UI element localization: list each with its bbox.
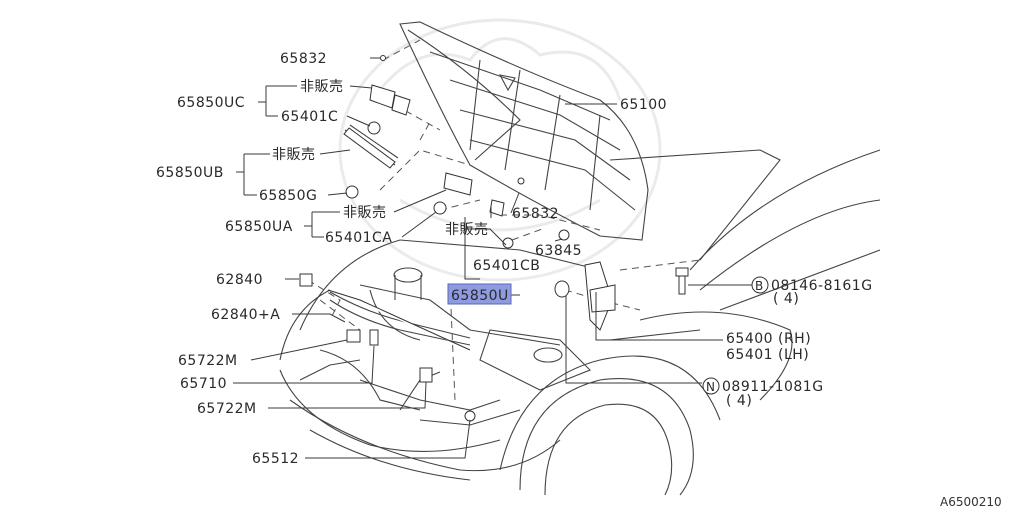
bracket-65850UA [443, 172, 473, 196]
label-65850U[interactable]: 65850U [451, 288, 509, 304]
bumper-65401CA [433, 201, 447, 215]
grommet-65850G [345, 185, 359, 199]
label-65401CA: 65401CA [325, 230, 392, 246]
diagram-reference-code: A6500210 [940, 495, 1002, 509]
highlight-65850U [447, 283, 512, 305]
label-08146-8161G: 08146-8161G [771, 278, 873, 294]
rod-65850UB [343, 127, 396, 169]
nut-63845 [558, 229, 570, 241]
clip-65832-top [380, 55, 386, 61]
label-08911-1081G: 08911-1081G [722, 379, 824, 395]
labels: 65832 65850UC 非販売 65401C 65100 65850UB 非… [156, 51, 1002, 509]
watermark-logo [338, 18, 662, 282]
label-65850G: 65850G [259, 188, 317, 204]
label-65722M-b: 65722M [197, 401, 257, 417]
label-65401CB: 65401CB [473, 258, 540, 274]
latch-65512 [464, 410, 476, 422]
label-65850UC: 65850UC [177, 95, 245, 111]
bolt-08146 [675, 267, 689, 277]
cap-62840 [299, 273, 313, 287]
label-65850UA-not-sold: 非販売 [343, 205, 387, 221]
bumper-65401CB [502, 237, 514, 249]
label-65850U-not-sold: 非販売 [445, 222, 489, 238]
nut-08911 [554, 280, 570, 298]
label-65832-mid: 65832 [512, 206, 559, 222]
label-65722M-a: 65722M [178, 353, 238, 369]
stay-62840A [327, 289, 471, 351]
label-65850UB: 65850UB [156, 165, 224, 181]
bolt-b-badge [751, 276, 769, 294]
label-65512: 65512 [252, 451, 299, 467]
leader-lines [233, 57, 752, 459]
bracket-65850UC [369, 84, 396, 109]
label-65832-top: 65832 [280, 51, 327, 67]
small-parts [299, 55, 689, 422]
label-65850UC-not-sold: 非販売 [300, 79, 344, 95]
label-65400-rh: 65400 (RH) [726, 331, 811, 347]
bracket-65850U [489, 199, 505, 217]
label-62840A: 62840+A [211, 307, 280, 323]
clip-65710 [369, 329, 379, 346]
clip-65832-mid [517, 177, 525, 185]
label-08911-qty: ( 4) [726, 393, 752, 409]
label-62840: 62840 [216, 272, 263, 288]
nut-n-letter: N [706, 380, 715, 394]
label-65401C: 65401C [281, 109, 338, 125]
dashed-guides [307, 39, 701, 401]
bumper-65401C [367, 121, 381, 135]
label-65401-lh: 65401 (LH) [726, 347, 809, 363]
label-65100: 65100 [620, 97, 667, 113]
label-65850UA: 65850UA [225, 219, 293, 235]
nut-n-badge [702, 377, 720, 395]
clip-65722M-a [346, 329, 361, 343]
bolt-b-letter: B [755, 279, 763, 293]
clip-65722M-b [419, 367, 433, 383]
label-65710: 65710 [180, 376, 227, 392]
label-08146-qty: ( 4) [773, 291, 799, 307]
label-63845: 63845 [535, 243, 582, 259]
label-65850UB-not-sold: 非販売 [272, 147, 316, 163]
